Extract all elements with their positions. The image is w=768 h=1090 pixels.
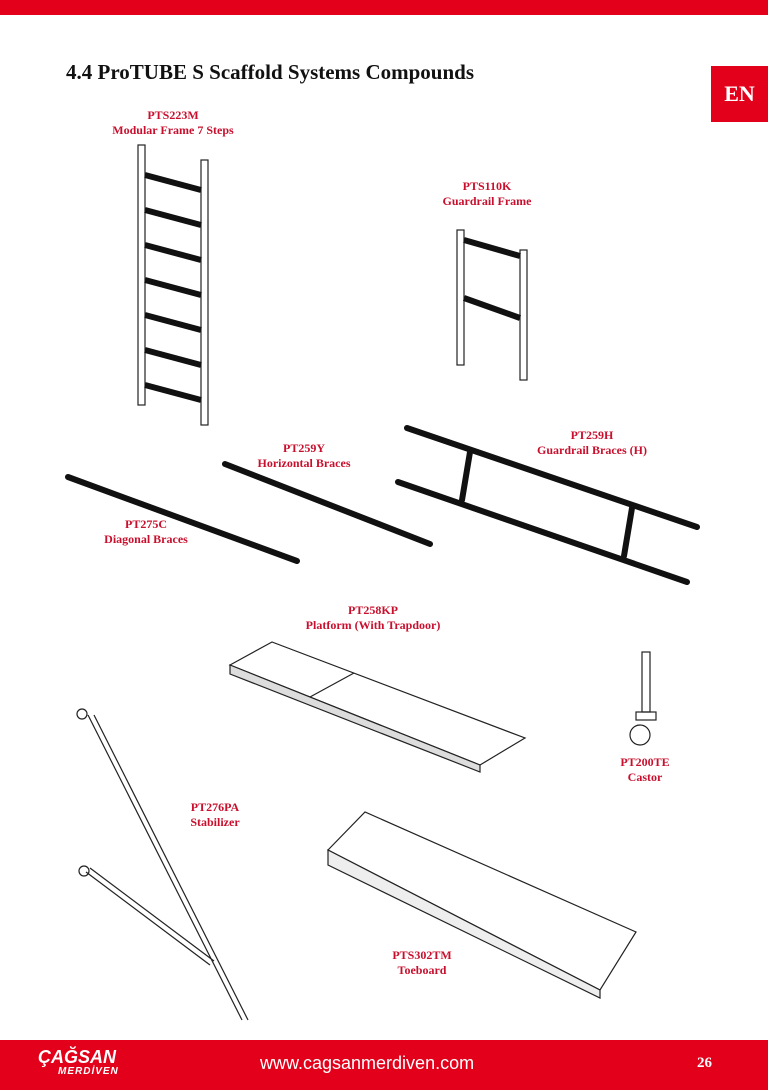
website-link[interactable]: www.cagsanmerdiven.com: [260, 1053, 475, 1073]
item-code: PT259H: [570, 428, 614, 442]
braces-drawing: [65, 425, 700, 585]
stabilizer-drawing: [76, 708, 249, 1021]
top-red-bar: [0, 0, 768, 15]
logo-main: ÇAĞSAN: [38, 1047, 117, 1067]
item-code: PT258KP: [348, 603, 398, 617]
page-title: 4.4 ProTUBE S Scaffold Systems Compounds: [66, 60, 475, 84]
item-name: Stabilizer: [190, 815, 240, 829]
item-code: PTS110K: [462, 179, 512, 193]
item-name: Horizontal Braces: [257, 456, 351, 470]
item-code: PT275C: [124, 517, 167, 531]
item-name: Diagonal Braces: [104, 532, 188, 546]
toeboard-drawing: [327, 811, 637, 999]
item-name: Toeboard: [397, 963, 447, 977]
item-code: PTS223M: [147, 108, 199, 122]
item-code: PT200TE: [620, 755, 670, 769]
castor-drawing: [629, 651, 657, 746]
item-code: PTS302TM: [392, 948, 452, 962]
platform-drawing: [228, 641, 527, 773]
logo-sub: MERDİVEN: [58, 1066, 119, 1077]
item-name: Castor: [627, 770, 663, 784]
item-code: PT276PA: [190, 800, 240, 814]
language-badge[interactable]: EN: [711, 66, 768, 122]
item-code: PT259Y: [282, 441, 325, 455]
item-name: Guardrail Frame: [442, 194, 532, 208]
page-number: 26: [697, 1055, 712, 1071]
guardrail-frame-drawing: [456, 229, 528, 381]
modular-frame-drawing: [137, 144, 209, 426]
footer: ÇAĞSAN MERDİVEN www.cagsanmerdiven.com 2…: [0, 1040, 768, 1090]
item-name: Modular Frame 7 Steps: [112, 123, 234, 137]
brand-logo: ÇAĞSAN MERDİVEN: [38, 1048, 119, 1077]
item-name: Platform (With Trapdoor): [305, 618, 441, 632]
item-name: Guardrail Braces (H): [537, 443, 647, 457]
